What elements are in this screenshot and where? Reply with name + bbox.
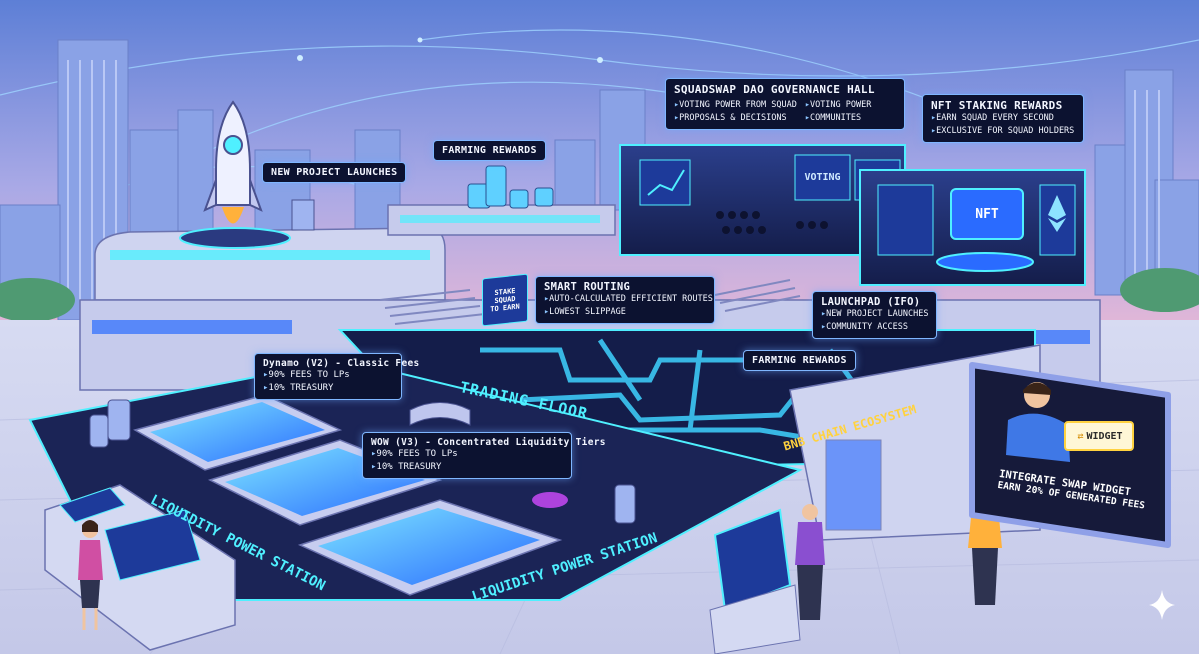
farming-rewards-top-title: FARMING REWARDS bbox=[442, 145, 537, 156]
wow-v3-title: WOW (V3) - Concentrated Liquidity Tiers bbox=[371, 437, 606, 448]
farming-rewards-top-label: FARMING REWARDS bbox=[433, 140, 546, 161]
smart-routing-title: SMART ROUTING bbox=[544, 281, 631, 293]
farming-rewards-mid-title: FARMING REWARDS bbox=[752, 355, 847, 366]
launchpad-label: LAUNCHPAD (IFO) NEW PROJECT LAUNCHES COM… bbox=[812, 291, 937, 339]
dynamo-v2-label: Dynamo (V2) - Classic Fees 90% FEES TO L… bbox=[254, 353, 420, 400]
dao-item: VOTING POWER FROM SQUAD bbox=[674, 99, 797, 112]
dao-item: VOTING POWER bbox=[805, 99, 871, 112]
launchpad-title: LAUNCHPAD (IFO) bbox=[821, 296, 921, 308]
smart-routing-label: SMART ROUTING AUTO-CALCULATED EFFICIENT … bbox=[535, 276, 715, 324]
dynamo-v2-item: 90% FEES TO LPs bbox=[263, 369, 393, 382]
rocket-icon bbox=[203, 100, 263, 224]
small-box bbox=[291, 199, 315, 231]
liquidity-station bbox=[28, 358, 803, 601]
smart-routing-item: AUTO-CALCULATED EFFICIENT ROUTES bbox=[544, 293, 713, 306]
wow-v3-item: 90% FEES TO LPs bbox=[371, 448, 563, 461]
dao-governance-label: SQUADSWAP DAO GOVERNANCE HALL VOTING POW… bbox=[665, 78, 905, 130]
wow-v3-label: WOW (V3) - Concentrated Liquidity Tiers … bbox=[362, 432, 606, 479]
nft-staking-item: EARN SQUAD EVERY SECOND bbox=[931, 112, 1075, 125]
coin-stack-icon bbox=[467, 165, 554, 209]
farming-rewards-mid-label: FARMING REWARDS bbox=[743, 350, 856, 371]
skyline-windows bbox=[67, 60, 1160, 300]
nft-screen-label: NFT bbox=[975, 206, 999, 222]
smart-routing-item: LOWEST SLIPPAGE bbox=[544, 306, 706, 319]
dao-item: COMMUNITES bbox=[805, 112, 872, 125]
stairs bbox=[379, 279, 801, 325]
voting-screen-label: VOTING bbox=[804, 172, 841, 183]
widget-button-label: WIDGET bbox=[1086, 430, 1123, 442]
dao-col-2: VOTING POWER COMMUNITES bbox=[805, 99, 872, 125]
sparkle-icon bbox=[1149, 590, 1175, 620]
swap-arrows-icon: ⇄ bbox=[1077, 430, 1084, 442]
person-woman bbox=[78, 520, 103, 630]
stake-sign-line-3: TO EARN bbox=[490, 302, 520, 314]
new-project-launches-label: NEW PROJECT LAUNCHES bbox=[262, 162, 407, 183]
dao-governance-title: SQUADSWAP DAO GOVERNANCE HALL bbox=[674, 83, 875, 96]
nft-screen: NFT bbox=[950, 188, 1024, 240]
launchpad-item: COMMUNITY ACCESS bbox=[821, 321, 928, 334]
widget-billboard bbox=[969, 362, 1171, 548]
ethereum-icon bbox=[1048, 195, 1066, 232]
nft-staking-label: NFT STAKING REWARDS EARN SQUAD EVERY SEC… bbox=[922, 94, 1084, 143]
widget-button[interactable]: ⇄ WIDGET bbox=[1069, 426, 1131, 446]
dao-item: PROPOSALS & DECISIONS bbox=[674, 112, 797, 125]
dynamo-v2-title: Dynamo (V2) - Classic Fees bbox=[263, 358, 420, 369]
dao-col-1: VOTING POWER FROM SQUAD PROPOSALS & DECI… bbox=[674, 99, 797, 125]
kiosk-right bbox=[709, 508, 801, 654]
launchpad-item: NEW PROJECT LAUNCHES bbox=[821, 308, 928, 321]
person-man-middle bbox=[795, 504, 825, 620]
voting-screen: VOTING bbox=[795, 165, 850, 184]
nft-staking-title: NFT STAKING REWARDS bbox=[931, 99, 1063, 112]
new-project-launches-title: NEW PROJECT LAUNCHES bbox=[271, 167, 398, 178]
nft-staking-item: EXCLUSIVE FOR SQUAD HOLDERS bbox=[931, 125, 1075, 138]
dynamo-v2-item: 10% TREASURY bbox=[263, 382, 393, 395]
farming-platform bbox=[387, 204, 616, 236]
wow-v3-item: 10% TREASURY bbox=[371, 461, 563, 474]
trees bbox=[0, 268, 1199, 322]
stake-sign: STAKE SQUAD TO EARN bbox=[482, 273, 528, 327]
